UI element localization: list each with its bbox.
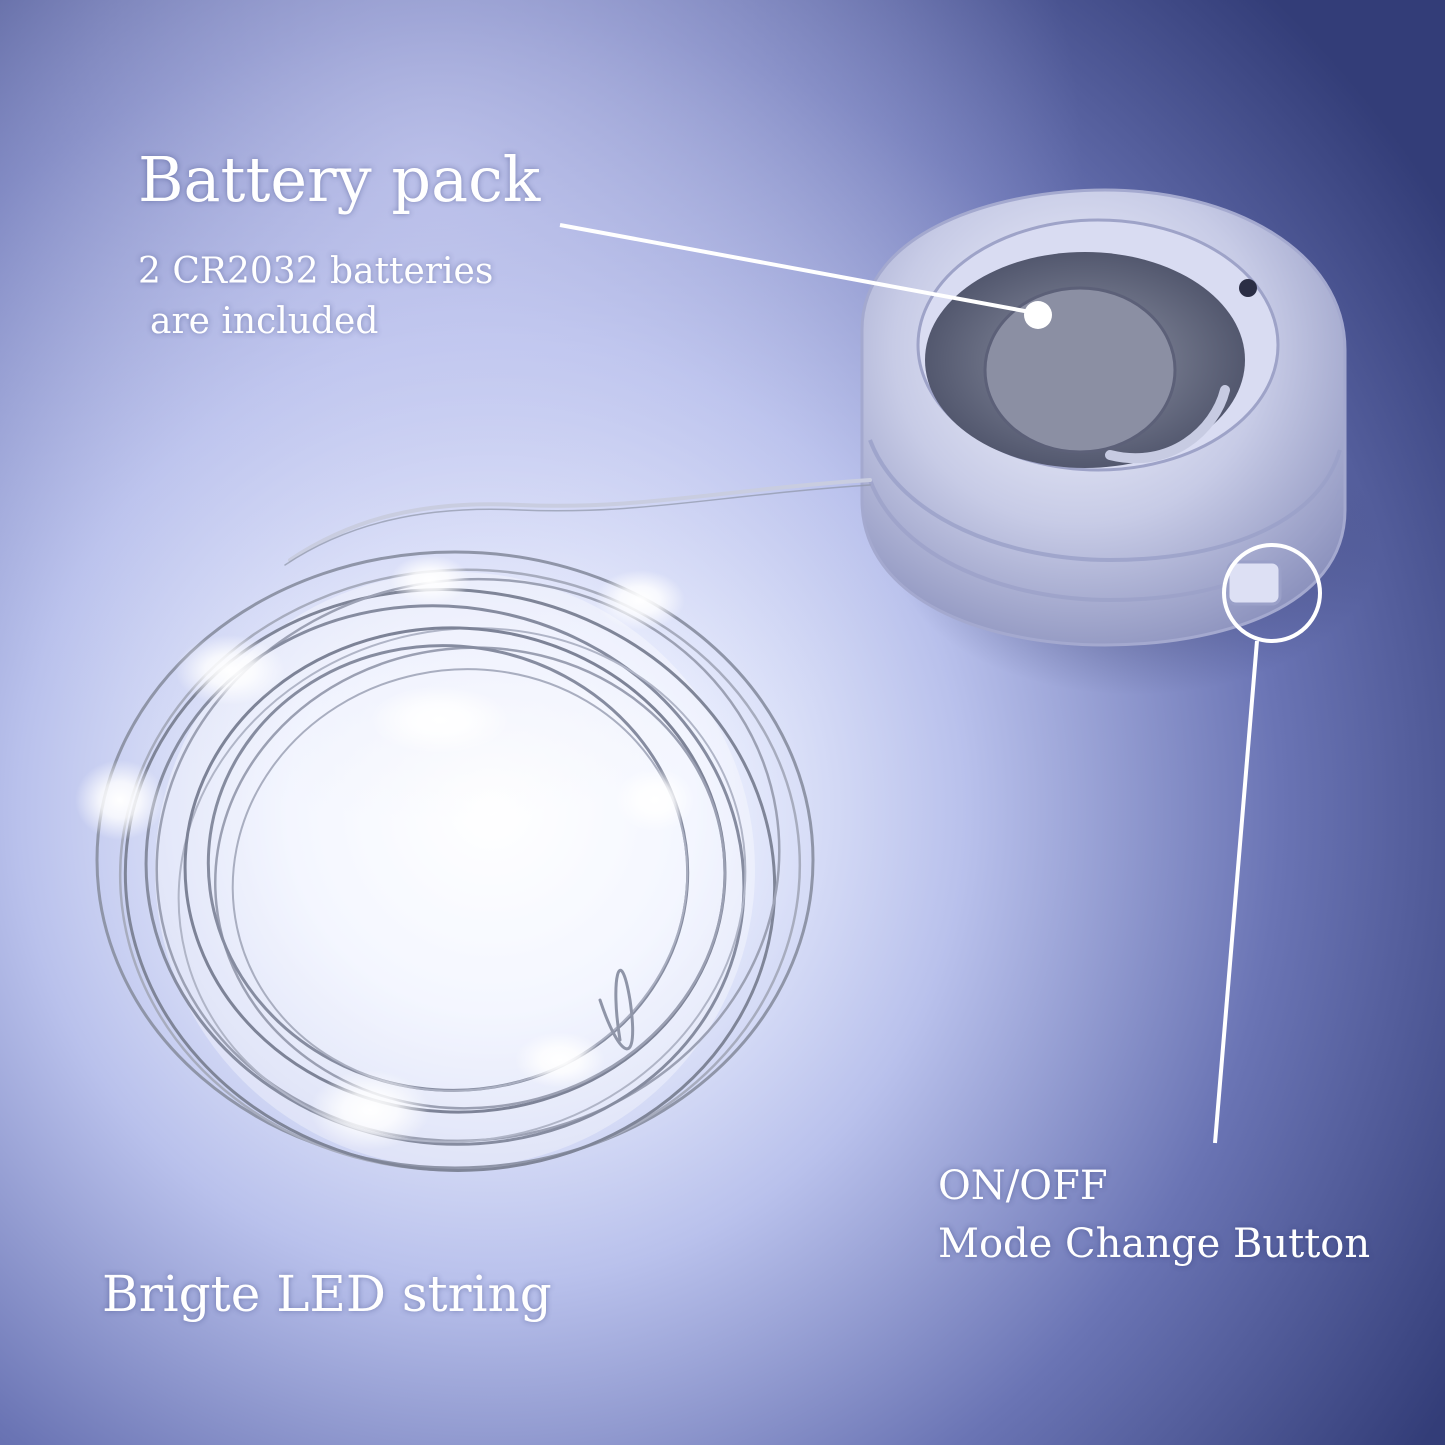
battery-pack-title: Battery pack xyxy=(138,143,541,216)
battery-pack-detail-1: 2 CR2032 batteries xyxy=(138,251,494,292)
battery-pack xyxy=(860,188,1380,695)
button-label-line-2: Mode Change Button xyxy=(938,1221,1371,1267)
led-string-coil xyxy=(75,550,815,1172)
white-dot-icon xyxy=(1024,301,1052,329)
button-label-line-1: ON/OFF xyxy=(938,1163,1108,1209)
battery-pointer-line xyxy=(559,223,1031,314)
battery-pack-detail-2: are included xyxy=(150,301,379,342)
button-pointer-line xyxy=(1213,640,1259,1144)
lead-wire xyxy=(288,478,872,562)
led-string-label: Brigte LED string xyxy=(102,1265,552,1323)
pack-hole-icon xyxy=(1239,279,1257,297)
circle-outline-icon xyxy=(1222,543,1322,643)
mode-button-icon xyxy=(1226,560,1282,606)
